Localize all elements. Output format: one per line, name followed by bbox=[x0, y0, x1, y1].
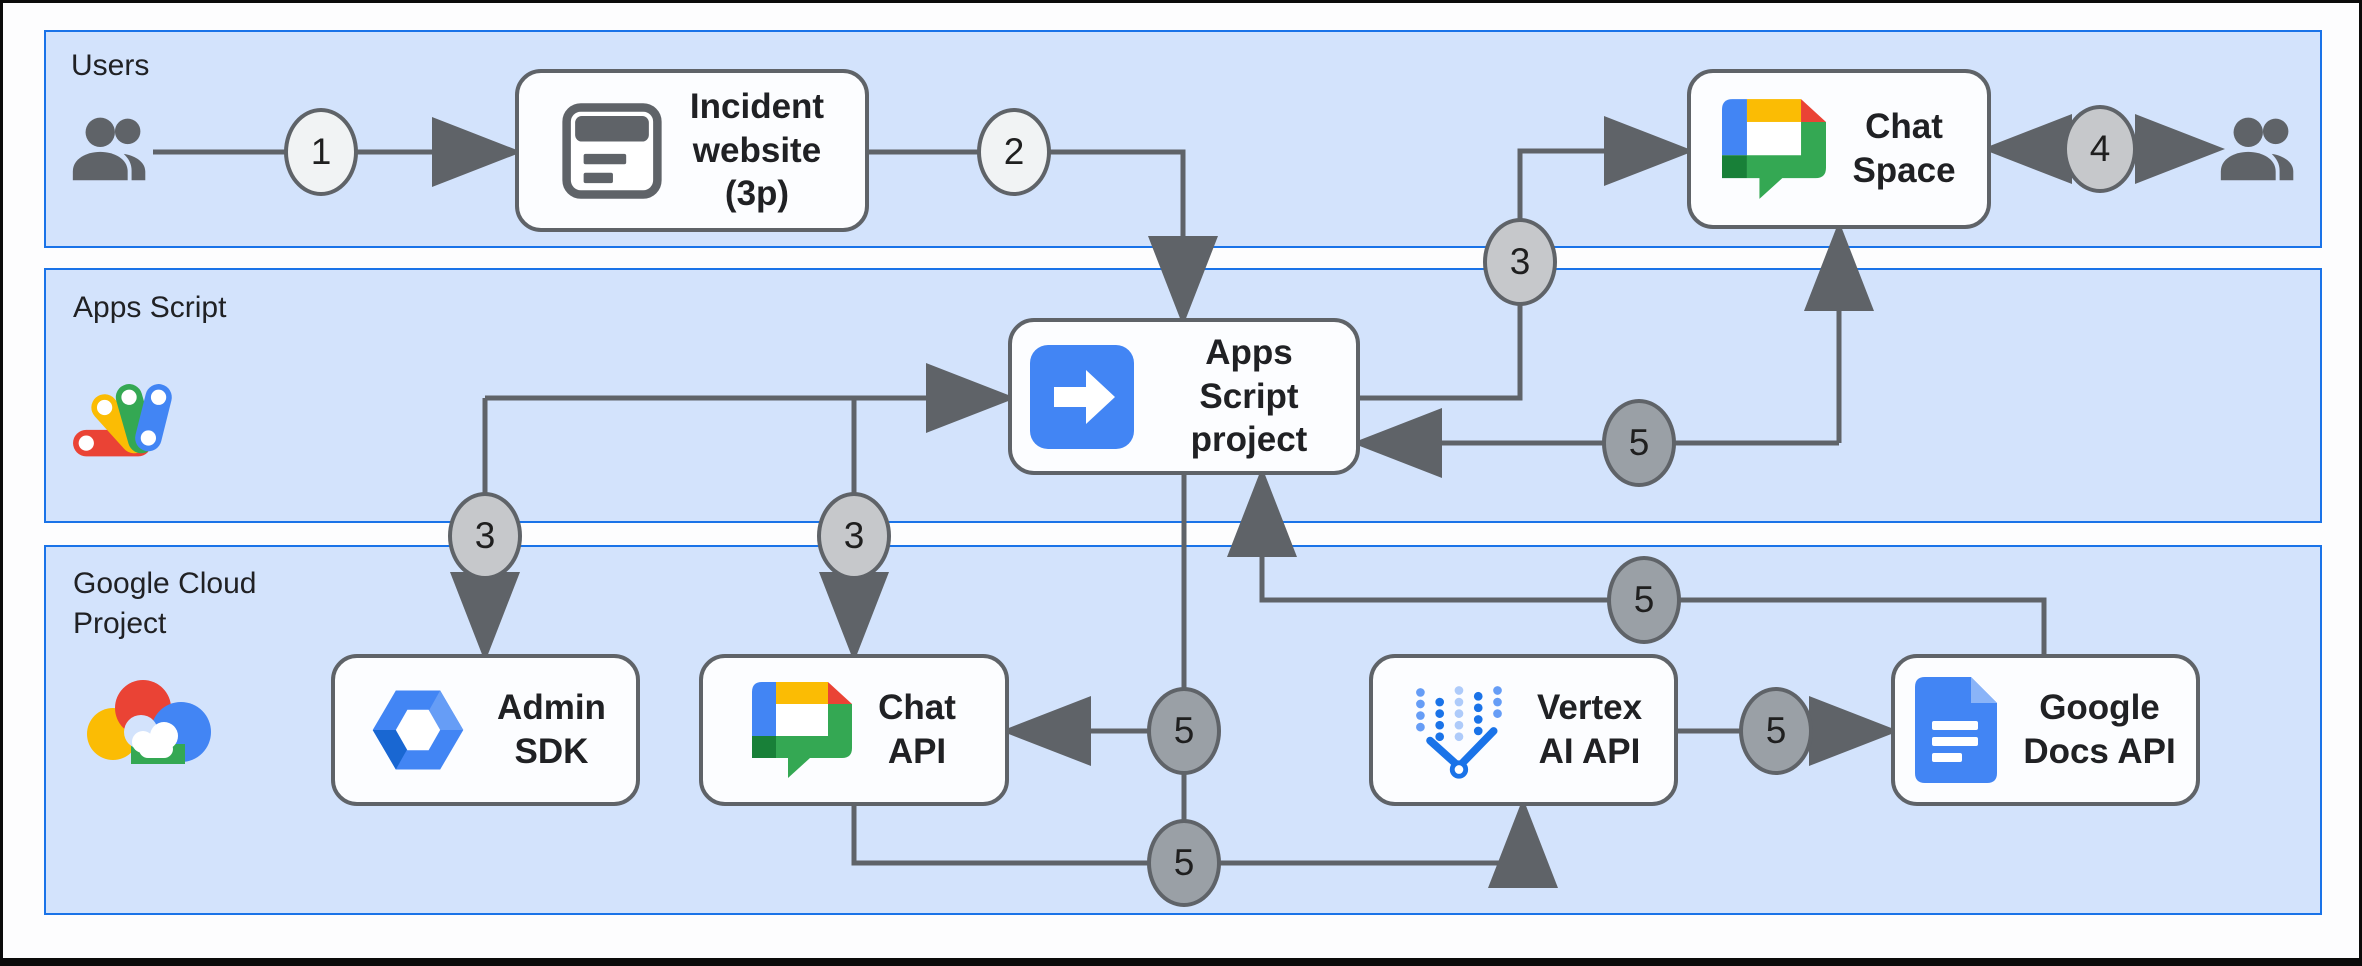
vertex-ai-icon bbox=[1405, 677, 1511, 783]
google-chat-logo-icon bbox=[752, 682, 853, 778]
node-chat-space-label: Chat Space bbox=[1852, 107, 1956, 190]
apps-script-project-icon bbox=[1030, 344, 1134, 449]
step-badge-5-to-chat-api: 5 bbox=[1147, 687, 1221, 775]
band-label-users: Users bbox=[71, 49, 150, 82]
step-badge-5-docs-to-project: 5 bbox=[1607, 556, 1681, 644]
step-badge-1-label: 1 bbox=[310, 131, 332, 172]
apps-script-logo-icon bbox=[71, 359, 183, 464]
node-google-docs-api-label: Google Docs API bbox=[2023, 688, 2176, 771]
step-badge-2-label: 2 bbox=[1003, 131, 1025, 172]
band-label-apps-script: Apps Script bbox=[73, 291, 227, 324]
step-badge-5-label: 5 bbox=[1173, 842, 1195, 883]
node-chat-space: Chat Space bbox=[1687, 69, 1991, 229]
step-badge-1: 1 bbox=[284, 108, 358, 196]
step-badge-5-chat-space-to-project: 5 bbox=[1602, 399, 1676, 487]
step-badge-3-label: 3 bbox=[1509, 241, 1531, 282]
node-chat-api-label: Chat API bbox=[878, 688, 956, 771]
step-badge-3-admin-sdk: 3 bbox=[448, 492, 522, 580]
step-badge-3-chat-space: 3 bbox=[1483, 218, 1557, 306]
node-google-docs-api: Google Docs API bbox=[1891, 654, 2200, 806]
node-admin-sdk-label: Admin SDK bbox=[497, 688, 606, 771]
users-people-icon bbox=[2213, 109, 2307, 190]
step-badge-4: 4 bbox=[2063, 105, 2137, 193]
node-apps-script-project-label: Apps Script project bbox=[1190, 332, 1308, 460]
google-chat-logo-icon bbox=[1722, 99, 1827, 199]
google-cloud-logo-icon bbox=[81, 671, 215, 776]
node-vertex-ai-api: Vertex AI API bbox=[1369, 654, 1678, 806]
node-apps-script-project: Apps Script project bbox=[1008, 318, 1360, 475]
article-icon bbox=[560, 99, 664, 203]
google-docs-icon bbox=[1915, 677, 1998, 783]
node-vertex-ai-api-label: Vertex AI API bbox=[1536, 688, 1643, 771]
band-label-google-cloud-line1: Google Cloud bbox=[73, 567, 257, 600]
admin-sdk-icon bbox=[365, 677, 471, 783]
step-badge-5-label: 5 bbox=[1628, 422, 1650, 463]
step-badge-5-label: 5 bbox=[1633, 579, 1655, 620]
node-incident-website-label: Incident website (3p) bbox=[689, 86, 825, 214]
step-badge-4-label: 4 bbox=[2089, 128, 2111, 169]
step-badge-5-label: 5 bbox=[1765, 710, 1787, 751]
band-label-google-cloud-line2: Project bbox=[73, 607, 167, 640]
users-people-icon bbox=[65, 109, 159, 190]
step-badge-3-chat-api: 3 bbox=[817, 492, 891, 580]
node-incident-website: Incident website (3p) bbox=[515, 69, 869, 232]
node-chat-api: Chat API bbox=[699, 654, 1009, 806]
node-admin-sdk: Admin SDK bbox=[331, 654, 640, 806]
step-badge-5-to-vertex: 5 bbox=[1147, 819, 1221, 907]
step-badge-5-label: 5 bbox=[1173, 710, 1195, 751]
step-badge-3-label: 3 bbox=[474, 515, 496, 556]
step-badge-5-to-docs: 5 bbox=[1739, 687, 1813, 775]
step-badge-2: 2 bbox=[977, 108, 1051, 196]
step-badge-3-label: 3 bbox=[843, 515, 865, 556]
